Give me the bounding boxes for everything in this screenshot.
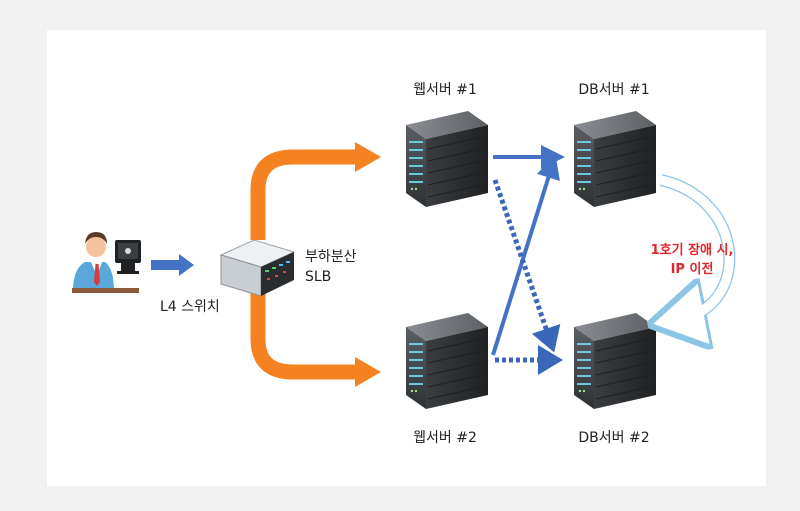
web-server-2-label: 웹서버 #2	[413, 430, 477, 446]
db-server-2-icon	[573, 312, 657, 410]
failover-note-line2: IP 이전	[670, 262, 714, 277]
web-server-2-icon	[405, 312, 489, 410]
slb-label: SLB	[305, 269, 332, 285]
dotted-arrow-web1-to-db2	[492, 179, 561, 353]
db-server-2-label: DB서버 #2	[578, 430, 650, 446]
db-server-1-label: DB서버 #1	[578, 82, 650, 98]
l4-switch-label: L4 스위치	[160, 299, 220, 315]
diagram-card: 웹서버 #1 DB서버 #1 웹서버 #2 DB서버 #2 부하분산 SLB L…	[47, 30, 766, 486]
load-balancer-switch-icon	[219, 239, 296, 297]
arrow-to-web1-head	[355, 142, 381, 172]
load-balancing-arrows	[250, 149, 359, 380]
db-server-1-icon	[573, 110, 657, 208]
web-server-1-icon	[405, 110, 489, 208]
arrow-to-web2-head	[355, 357, 381, 387]
failover-note-line1: 1호기 장애 시,	[650, 243, 734, 258]
architecture-diagram	[72, 110, 736, 410]
arrow-user-to-switch	[151, 254, 194, 276]
load-balancing-label: 부하분산	[305, 249, 357, 265]
web-server-1-label: 웹서버 #1	[413, 82, 477, 98]
user-at-computer-icon	[72, 232, 141, 293]
